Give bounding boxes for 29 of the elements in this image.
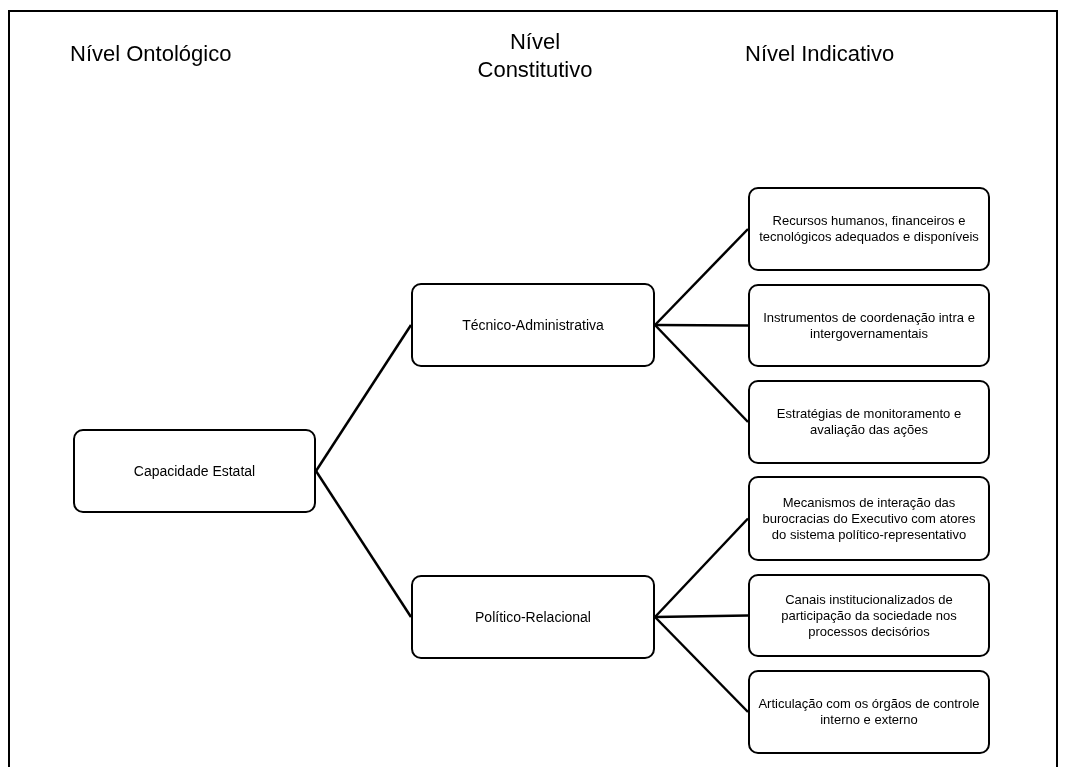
box-text: Mecanismos de interação das burocracias do Executivo com atores do sistema político-representativo [761, 494, 977, 543]
box-text: Canais institucionalizados de participação da sociedade nos processos decisórios [780, 591, 958, 640]
rounded-box [411, 575, 655, 659]
rounded-box [748, 187, 990, 271]
rounded-box [748, 574, 990, 657]
connector-line [655, 323, 748, 327]
rounded-box [748, 284, 990, 367]
connector-line [654, 228, 749, 326]
connector-line [314, 470, 413, 618]
connector-line [654, 324, 749, 423]
column-heading: Nível Ontológico [70, 40, 233, 68]
box-text: Político-Relacional [475, 607, 591, 627]
column-heading: Nível Indicativo [745, 40, 896, 68]
rounded-box [748, 670, 990, 754]
rounded-box [748, 380, 990, 464]
box-text: Técnico-Administrativa [462, 315, 604, 335]
box-text: Recursos humanos, financeiros e tecnológicos adequados e disponíveis [758, 213, 980, 245]
connector-line [654, 517, 749, 618]
connector-line [654, 614, 749, 619]
box-text: Estratégias de monitoramento e avaliação das ações [775, 406, 963, 438]
connector-line [654, 616, 749, 713]
rounded-box [73, 429, 316, 513]
connector-line [314, 324, 413, 472]
rounded-box [748, 476, 990, 561]
box-text: Capacidade Estatal [133, 461, 256, 481]
rounded-box [411, 283, 655, 367]
box-text: Instrumentos de coordenação intra e intergovernamentais [762, 309, 976, 342]
column-heading: Nível Constitutivo [476, 28, 594, 84]
box-text: Articulação com os órgãos de controle interno e externo [758, 696, 980, 728]
